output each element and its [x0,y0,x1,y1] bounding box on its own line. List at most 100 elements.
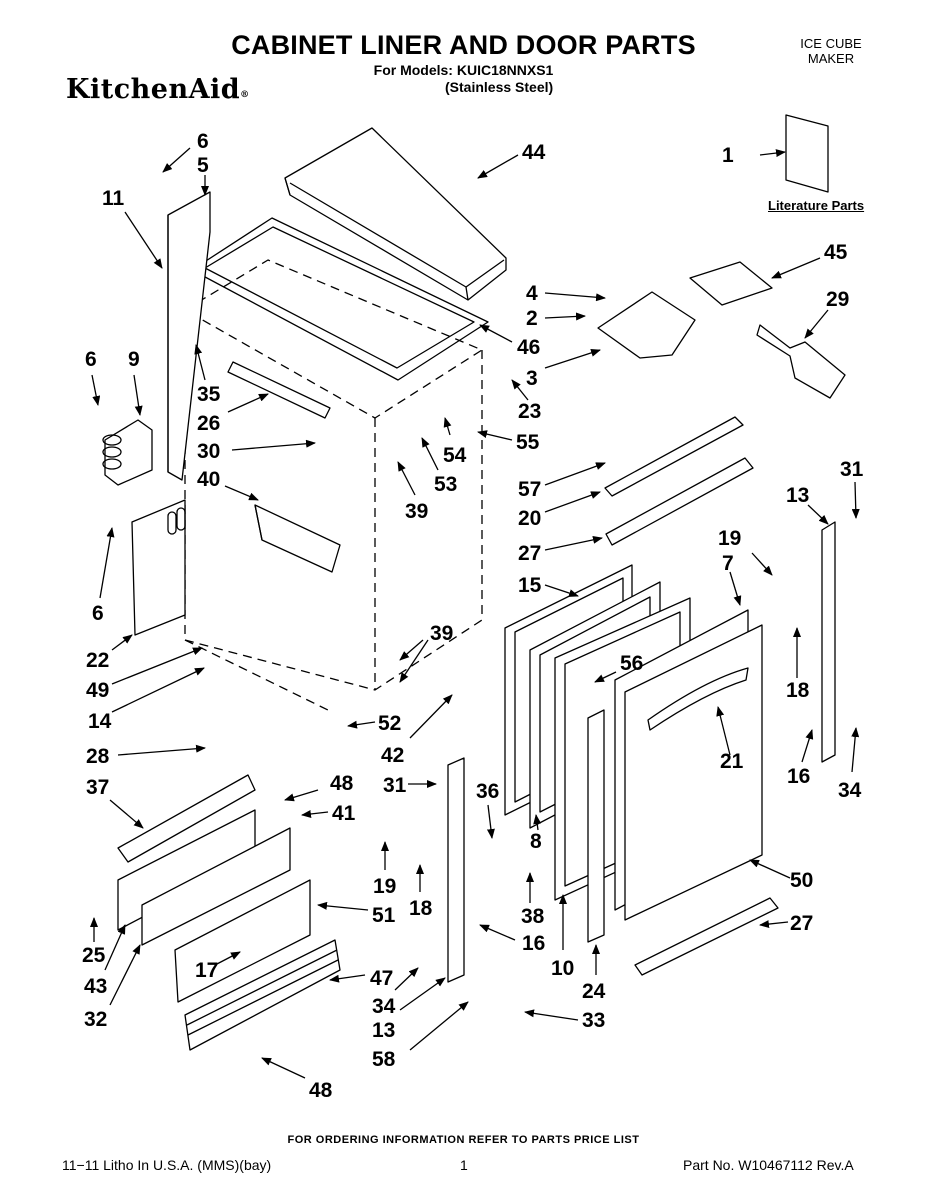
callout-42: 42 [381,744,404,767]
hinge-rail-right-part [821,521,836,763]
callout-6b: 6 [85,348,97,371]
callout-28: 28 [86,745,110,768]
leader-54 [443,417,452,436]
leader-22 [111,634,133,651]
model-number: For Models: KUIC18NNXS1 [373,62,554,78]
bin-bracket-part [254,504,341,573]
category-line-1: ICE CUBE [800,36,862,51]
leader-57 [544,462,606,486]
leader-39c [399,639,429,683]
callout-36: 36 [476,780,499,803]
callout-18a: 18 [409,897,433,920]
leader-37 [109,799,144,829]
leader-11 [124,211,163,269]
leader-28 [117,744,206,756]
callout-52: 52 [378,712,401,735]
callout-14: 14 [88,710,112,733]
callout-24: 24 [582,980,606,1003]
callout-40: 40 [197,468,220,491]
leader-6b [91,374,101,406]
leader-23 [511,379,529,401]
leader-6a [162,147,191,173]
leader-44 [477,154,519,179]
leader-36 [486,804,495,839]
leader-3 [544,348,601,369]
callout-45: 45 [824,241,848,264]
callout-34a: 34 [838,779,862,802]
leader-52 [347,720,376,729]
page-number: 1 [460,1157,468,1173]
leader-39a [397,461,416,496]
callout-33: 33 [582,1009,605,1032]
callout-46: 46 [517,336,540,359]
leader-2 [544,312,586,321]
category-line-2: MAKER [807,51,855,66]
callout-7: 7 [722,552,734,575]
upper-rail-part [604,416,754,546]
callout-19a: 19 [373,875,396,898]
callout-30: 30 [197,440,220,463]
callout-8: 8 [530,830,542,853]
front-grille-part [174,879,311,1003]
leader-34a [851,727,860,773]
leader-42 [409,694,453,739]
lower-rail-right-part [634,897,779,976]
callout-31a: 31 [840,458,864,481]
callout-10: 10 [551,957,574,980]
gasket-frame-part [191,217,489,381]
callout-26: 26 [197,412,220,435]
leader-35 [194,344,206,381]
callout-27a: 27 [518,542,541,565]
leader-47 [329,974,366,983]
callout-39a: 39 [405,500,428,523]
leader-50 [749,859,791,879]
leader-48a [284,789,319,802]
leader-20 [544,491,601,513]
callout-22: 22 [86,649,109,672]
callout-32: 32 [84,1008,107,1031]
leader-53 [421,437,439,471]
litho-info: 11−11 Litho In U.S.A. (MMS)(bay) [62,1157,272,1173]
callout-17: 17 [195,959,218,982]
callout-57: 57 [518,478,541,501]
ordering-note: FOR ORDERING INFORMATION REFER TO PARTS … [287,1134,640,1146]
callout-34b: 34 [372,995,396,1018]
top-lid-part [284,127,507,301]
callout-44: 44 [522,141,546,164]
leader-43 [104,924,126,971]
callout-9: 9 [128,348,140,371]
callout-5: 5 [197,154,209,177]
leader-13b [399,977,446,1011]
material-label: (Stainless Steel) [445,79,554,95]
leader-15 [544,584,579,597]
leader-6c [99,527,115,599]
callout-16a: 16 [522,932,545,955]
callout-37: 37 [86,776,109,799]
leader-39b [399,639,424,661]
callout-49: 49 [86,679,109,702]
leader-16b [801,729,814,763]
brand-logo: KitchenAid® [66,74,250,105]
leader-31a [851,481,860,519]
leader-21 [716,706,731,756]
leader-7 [729,571,742,606]
callout-23: 23 [518,400,541,423]
lower-rail-part [117,774,256,863]
callout-35: 35 [197,383,221,406]
callout-27b: 27 [790,912,813,935]
door-strip-part [587,709,605,943]
registered-mark: ® [240,90,250,100]
callout-55: 55 [516,431,540,454]
callout-50: 50 [790,869,813,892]
callout-48b: 48 [309,1079,333,1102]
callout-51: 51 [372,904,396,927]
callout-20: 20 [518,507,541,530]
channel-part [227,361,331,419]
callout-31b: 31 [383,774,407,797]
callout-11: 11 [102,187,125,210]
leader-16a [479,924,516,941]
leader-56 [594,671,617,683]
leader-49 [111,647,203,685]
callout-29: 29 [826,288,849,311]
